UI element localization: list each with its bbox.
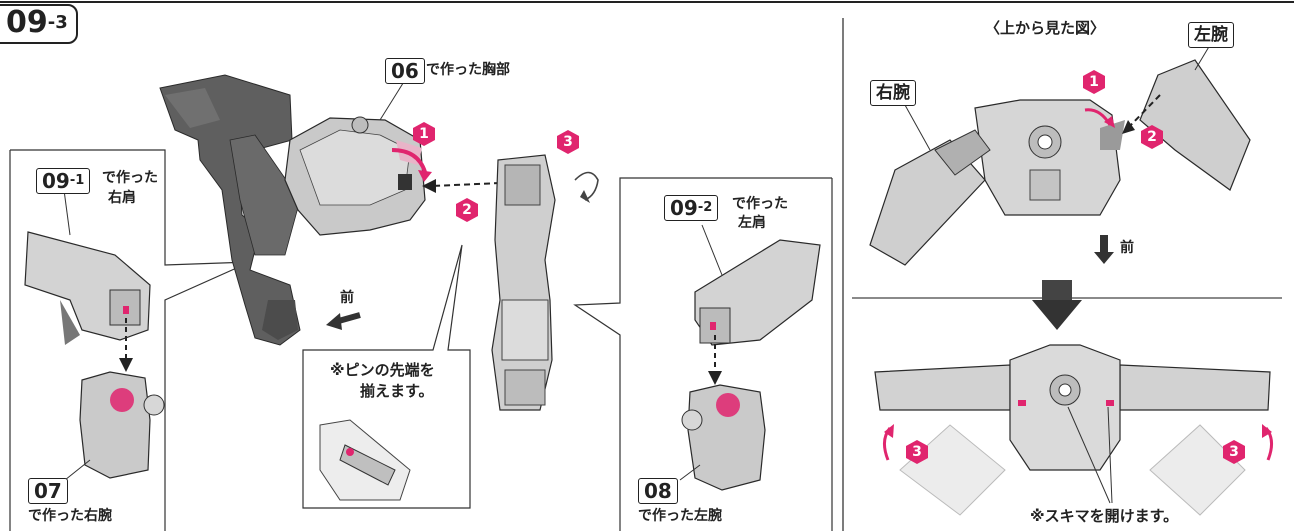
marker-shape [1141, 125, 1163, 149]
pin-note-line2: 揃えます。 [360, 382, 434, 400]
left-arm-label: で作った左腕 [638, 508, 722, 524]
left-shoulder-sub: 2 [703, 200, 713, 215]
marker-1-label: 1 [419, 126, 429, 142]
front-label-right: 前 [1120, 240, 1134, 256]
right-arm-num: 07 [34, 479, 62, 503]
chest-num: 06 [391, 59, 419, 83]
marker-shape [1083, 70, 1105, 94]
top-view-marker-2: 2 [1140, 125, 1164, 149]
step-marker-1: 1 [412, 122, 436, 146]
marker-2-label: 2 [462, 202, 472, 218]
left-shoulder-num-tag: 09-2 [664, 195, 719, 221]
left-arm-num-tag: 08 [638, 478, 678, 504]
torso-part [159, 74, 301, 346]
right-arm-label: で作った右腕 [28, 508, 112, 524]
top-view-assembly [869, 59, 1251, 266]
pin-note-line1: ※ピンの先端を [330, 361, 435, 379]
bottom-view-marker-3-right-label: 3 [1229, 444, 1239, 460]
top-view-marker-1: 1 [1082, 70, 1106, 94]
right-arm-part [79, 371, 165, 479]
right-arm-tag-text: 右腕 [876, 83, 910, 103]
bottom-view-marker-3-left: 3 [905, 440, 929, 464]
marker-3-label: 3 [563, 134, 573, 150]
gap-note: ※スキマを開けます。 [1030, 507, 1179, 525]
step-marker-2: 2 [455, 198, 479, 222]
left-shoulder-text2: 左肩 [738, 215, 766, 231]
pin-detail [319, 419, 411, 501]
right-shoulder-text2: 右肩 [108, 190, 136, 206]
marker-shape [413, 122, 435, 146]
chest-num-tag: 06 [385, 58, 425, 84]
chest-part [284, 116, 426, 236]
front-label: 前 [340, 290, 354, 306]
left-shoulder-part [694, 239, 821, 346]
top-view-marker-2-label: 2 [1147, 129, 1157, 145]
left-arm-num: 08 [644, 479, 672, 503]
left-shoulder-text1: で作った [732, 196, 788, 212]
top-view-title: 〈上から見た図〉 [985, 19, 1106, 37]
step-main: 09 [6, 5, 48, 40]
left-shoulder-num: 09 [670, 196, 698, 220]
right-arm-tag: 右腕 [870, 80, 916, 106]
assembled-view [874, 344, 1271, 516]
right-shoulder-text1: で作った [102, 170, 158, 186]
bottom-view-marker-3-right: 3 [1222, 440, 1246, 464]
top-view-marker-1-label: 1 [1089, 74, 1099, 90]
chest-label: で作った胸部 [426, 62, 510, 78]
step-marker-3: 3 [556, 130, 580, 154]
right-shoulder-num: 09 [42, 169, 70, 193]
right-arm-num-tag: 07 [28, 478, 68, 504]
right-shoulder-part [24, 231, 151, 345]
marker-shape [1223, 440, 1245, 464]
marker-shape [906, 440, 928, 464]
left-arm-tag: 左腕 [1188, 22, 1234, 48]
right-shoulder-sub: 1 [75, 173, 85, 188]
right-shoulder-num-tag: 09-1 [36, 168, 91, 194]
step-sub: 3 [55, 12, 68, 33]
marker-shape [456, 198, 478, 222]
marker-shape [557, 130, 579, 154]
arm-part-center [491, 154, 556, 411]
bottom-view-marker-3-left-label: 3 [912, 444, 922, 460]
left-arm-tag-text: 左腕 [1194, 25, 1228, 45]
left-arm-part [681, 384, 766, 491]
step-number: 09-3 [0, 4, 78, 44]
